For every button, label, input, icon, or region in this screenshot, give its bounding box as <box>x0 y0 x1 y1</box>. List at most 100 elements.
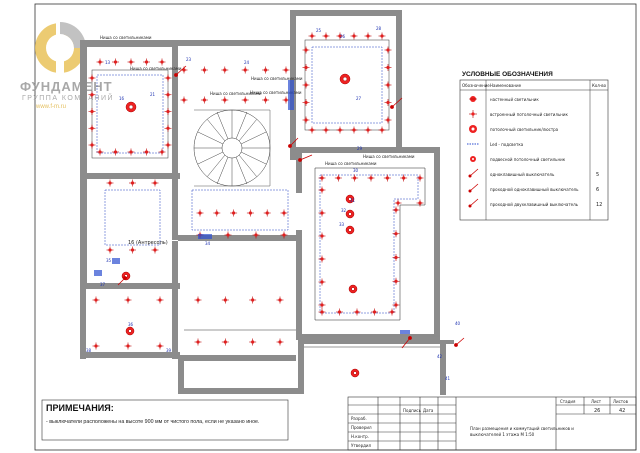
pendant-light-icon <box>470 156 476 162</box>
logo-name: ФУНДАМЕНТ <box>20 79 113 94</box>
legend-item-count: 6 <box>596 187 599 193</box>
plan-label-5: Ниша со светильниками <box>250 90 302 95</box>
recessed-light-icon <box>394 199 402 207</box>
plan-label-7: Ниша со светильниками <box>363 154 415 159</box>
recessed-light-icon <box>318 301 326 309</box>
recessed-light-icon <box>400 174 408 182</box>
circuit-number: 27 <box>356 96 362 101</box>
recessed-light-icon <box>334 174 342 182</box>
switch-icon <box>454 337 465 347</box>
plan-label-6: Ниша со светильниками <box>325 161 377 166</box>
legend-item-label: проходной двухклавишный выключатель <box>490 202 579 207</box>
recessed-light-icon <box>308 126 316 134</box>
recessed-light-icon <box>221 296 229 304</box>
recessed-light-icon <box>92 342 100 350</box>
recessed-light-icon <box>302 99 310 106</box>
switch-icon <box>174 65 187 77</box>
recessed-light-icon <box>350 126 358 134</box>
title-row-5: Утвердил <box>351 443 371 448</box>
recessed-light-icon <box>336 308 343 316</box>
chandelier-icon <box>345 225 355 235</box>
pass-double-switch-icon <box>468 198 479 208</box>
recessed-light-icon <box>96 58 104 66</box>
circuit-number: 33 <box>339 222 345 227</box>
legend-item-label: настенный светильник <box>490 97 539 102</box>
plan-label-2: Ниша со светильниками <box>130 66 182 71</box>
recessed-light-icon <box>384 99 392 106</box>
recessed-light-icon <box>127 148 135 156</box>
walls <box>80 10 454 395</box>
led-strips <box>94 80 410 334</box>
recessed-light-icon <box>318 174 326 182</box>
circuit-number: 37 <box>100 282 106 287</box>
recessed-light-icon <box>384 116 392 124</box>
logo-site: www.f-m.ru <box>35 104 66 110</box>
recessed-light-icon <box>378 126 386 134</box>
legend-title: УСЛОВНЫЕ ОБОЗНАЧЕНИЯ <box>462 71 553 78</box>
circuit-number: 38 <box>86 348 92 353</box>
chandelier-icon <box>125 101 137 113</box>
recessed-light-icon <box>241 96 249 104</box>
plan-label-1: Ниша со светильниками <box>100 35 152 40</box>
recessed-light-icon <box>164 108 172 115</box>
circuit-number: 23 <box>186 57 192 62</box>
switch-icon <box>401 336 412 349</box>
recessed-light-icon <box>92 296 100 304</box>
title-row-1: Разраб. <box>351 416 367 421</box>
recessed-light-icon <box>318 255 326 263</box>
recessed-light-icon <box>213 209 221 217</box>
recessed-light-icon <box>180 96 188 104</box>
circuit-number: 31 <box>350 198 356 203</box>
chandelier-icon <box>350 368 360 378</box>
circuit-number: 34 <box>205 241 211 246</box>
circuit-number: 26 <box>340 34 346 39</box>
recessed-light-icon <box>249 296 257 304</box>
recessed-light-icon <box>143 148 150 156</box>
chandelier-icon <box>345 194 355 204</box>
recessed-light-icon <box>263 209 271 217</box>
recessed-light-icon <box>318 209 326 217</box>
recessed-light-icon <box>158 58 166 66</box>
recessed-light-icon <box>351 174 359 182</box>
spiral-staircase <box>193 109 271 187</box>
recessed-light-icon <box>388 308 396 316</box>
recessed-light-icon <box>129 179 136 187</box>
legend-header-count: Кол-во <box>592 83 607 88</box>
recessed-light-icon <box>158 148 166 156</box>
recessed-light-icon <box>164 91 172 99</box>
title-sheets-header: Листов <box>613 399 629 404</box>
title-row-4: Н.контр. <box>351 434 369 439</box>
recessed-light-icon <box>392 206 400 214</box>
legend-item-count: 12 <box>596 202 602 208</box>
title-text: План размещения и коммутаций светильнико… <box>470 426 574 437</box>
recessed-light-icon <box>371 308 378 316</box>
recessed-light-icon <box>106 179 114 187</box>
recessed-light-icon <box>112 58 119 66</box>
recessed-light-icon <box>106 246 114 254</box>
recessed-light-icon <box>280 209 288 217</box>
wall-light-icon <box>469 96 477 102</box>
circuit-number: 41 <box>445 376 451 381</box>
switch-icon <box>288 137 299 148</box>
switch-icon <box>298 154 313 162</box>
notes-panel: ПРИМЕЧАНИЯ: - выключатели расположены на… <box>41 399 289 441</box>
recessed-light-icon <box>246 209 254 217</box>
recessed-light-icon <box>416 199 424 207</box>
recessed-light-icon <box>262 96 270 104</box>
recessed-light-icon <box>221 96 229 104</box>
plan-label-4: Ниша со светильниками <box>210 91 262 96</box>
recessed-light-icon <box>96 148 104 156</box>
recessed-light-icon <box>164 74 172 82</box>
niche-box-3 <box>104 189 161 246</box>
title-sheet-header: Лист <box>591 399 602 404</box>
recessed-light-icon <box>392 254 400 261</box>
circuit-number: 39 <box>166 348 172 353</box>
switch-icon <box>390 97 403 109</box>
recessed-light-icon <box>196 209 204 217</box>
recessed-light-icon <box>252 231 260 239</box>
notes-title: ПРИМЕЧАНИЯ: <box>46 403 114 413</box>
recessed-light-icon <box>164 141 172 149</box>
recessed-light-icon <box>322 126 330 134</box>
recessed-light-icon <box>230 209 238 217</box>
